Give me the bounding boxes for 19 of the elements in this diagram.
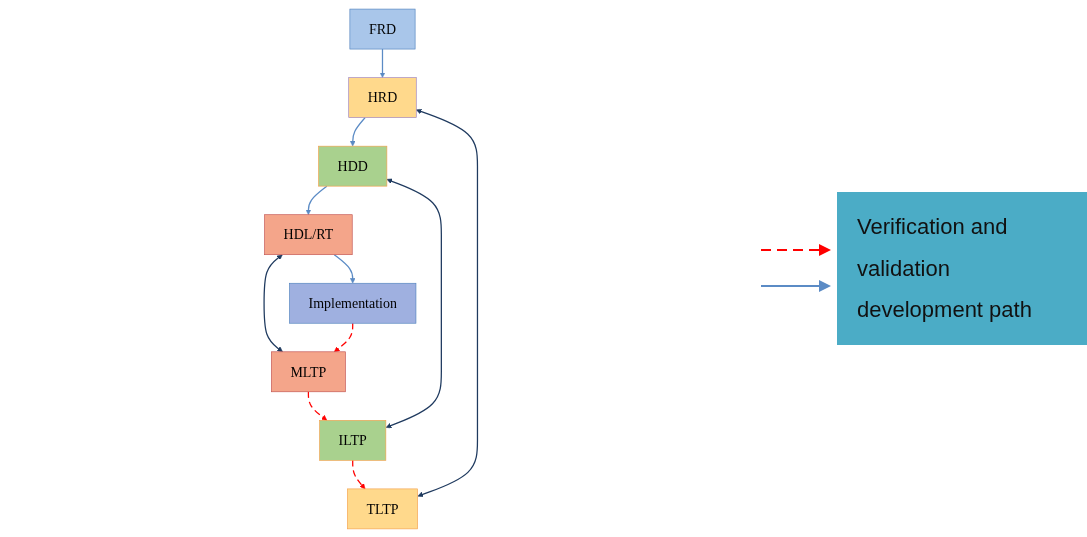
node-box: MLTP [270,351,346,392]
arrow [415,108,478,497]
node-box: FRD [349,8,416,49]
node-box: TLTP [346,488,418,529]
legend-text: development path [857,296,1033,325]
arrow [333,253,356,284]
node-box: ILTP [318,419,386,461]
arrow [379,47,385,78]
arrow [305,185,328,215]
arrow [351,459,366,489]
arrow [333,322,354,352]
arrow [385,178,442,428]
arrow [263,254,283,352]
node-box: HDL/RT [263,213,353,255]
arrow [307,390,327,421]
arrow [349,116,366,146]
node-box: HRD [348,76,417,118]
node-box: HDD [317,145,387,186]
node-box: Implementation [288,282,416,324]
